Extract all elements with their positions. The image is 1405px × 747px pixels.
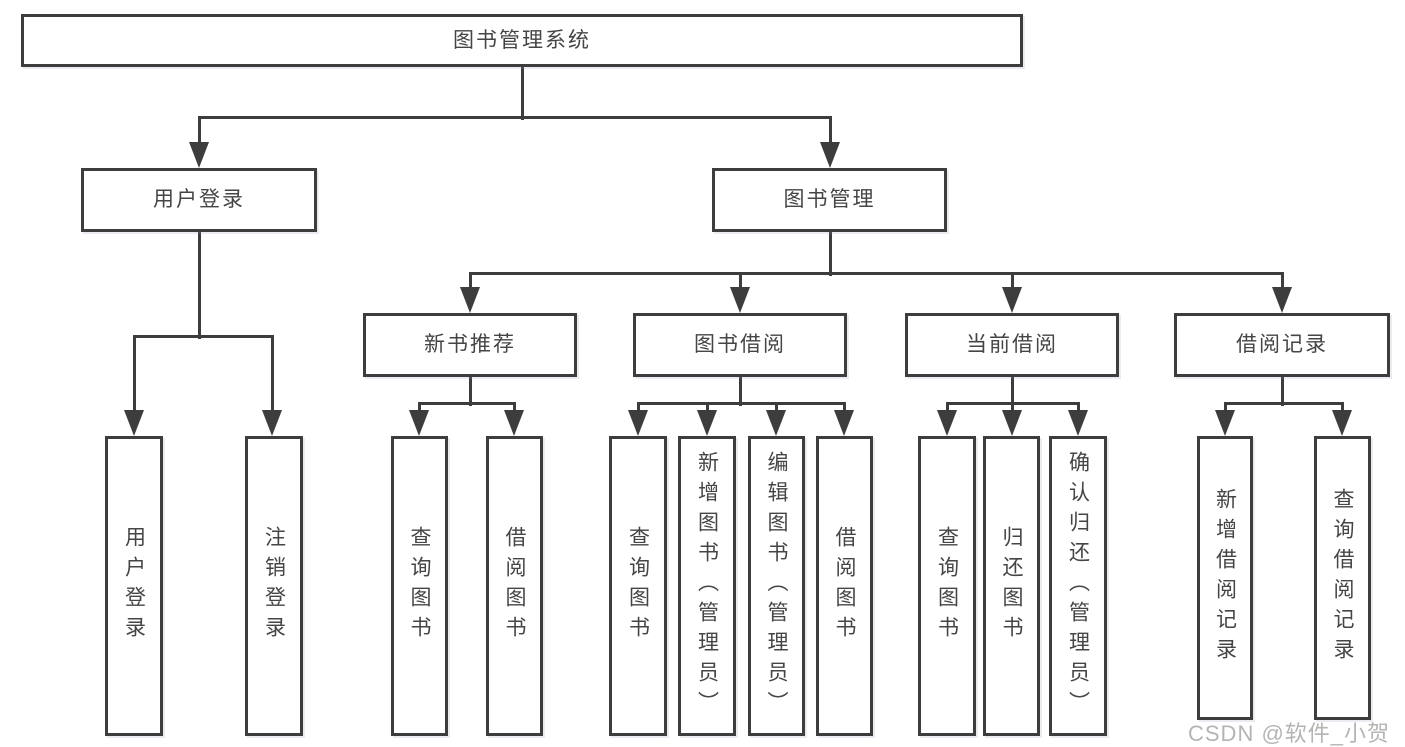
node-book-borrowing: 图书借阅 bbox=[633, 313, 847, 377]
connector-line bbox=[197, 230, 201, 339]
node-label: 借阅图书 bbox=[833, 526, 856, 646]
arrow-down-icon bbox=[730, 287, 750, 313]
connector-line bbox=[468, 271, 472, 295]
node-user-login: 用户登录 bbox=[105, 436, 163, 736]
node-return-books: 归还图书 bbox=[983, 436, 1040, 736]
node-label: 图书管理系统 bbox=[453, 28, 591, 52]
node-label: 新书推荐 bbox=[424, 333, 516, 357]
connector-line bbox=[197, 115, 201, 150]
node-library-management-system: 图书管理系统 bbox=[21, 14, 1023, 67]
connector-line bbox=[1223, 401, 1344, 405]
arrow-down-icon bbox=[262, 410, 282, 436]
arrow-down-icon bbox=[189, 142, 209, 168]
arrow-down-icon bbox=[409, 410, 429, 436]
connector-line bbox=[1076, 401, 1080, 418]
node-label: 图书管理 bbox=[783, 188, 876, 212]
node-label: 借阅记录 bbox=[1236, 333, 1328, 357]
connector-line bbox=[132, 334, 136, 418]
connector-line bbox=[520, 65, 524, 120]
connector-line bbox=[1280, 375, 1284, 406]
node-label: 查询图书 bbox=[935, 526, 959, 646]
arrow-down-icon bbox=[1002, 410, 1022, 436]
arrow-down-icon bbox=[1215, 410, 1235, 436]
node-label: 新增图书（管理员） bbox=[695, 451, 719, 721]
connector-line bbox=[512, 401, 516, 418]
node-label: 查询图书 bbox=[408, 526, 431, 646]
arrow-down-icon bbox=[834, 410, 854, 436]
node-label: 确认归还（管理员） bbox=[1066, 451, 1090, 721]
arrow-down-icon bbox=[628, 410, 648, 436]
arrow-down-icon bbox=[820, 142, 840, 168]
node-add-book-admin: 新增图书（管理员） bbox=[678, 436, 736, 736]
arrow-down-icon bbox=[1068, 410, 1088, 436]
node-query-books-2: 查询图书 bbox=[609, 436, 667, 736]
node-label: 归还图书 bbox=[1000, 526, 1023, 646]
arrow-down-icon bbox=[504, 410, 524, 436]
connector-line bbox=[1340, 401, 1344, 418]
connector-line bbox=[1010, 401, 1014, 418]
arrow-down-icon bbox=[460, 287, 480, 313]
node-add-borrow-record: 新增借阅记录 bbox=[1197, 436, 1253, 720]
arrow-down-icon bbox=[1272, 287, 1292, 313]
node-label: 用户登录 bbox=[122, 526, 146, 646]
node-label: 查询图书 bbox=[626, 526, 650, 646]
node-label: 用户登录 bbox=[153, 188, 245, 212]
node-label: 新增借阅记录 bbox=[1213, 488, 1237, 668]
node-book-management: 图书管理 bbox=[712, 168, 947, 232]
node-borrowing-records: 借阅记录 bbox=[1174, 313, 1390, 377]
connector-line bbox=[738, 375, 742, 406]
node-label: 注销登录 bbox=[262, 526, 286, 646]
connector-line bbox=[417, 401, 421, 418]
arrow-down-icon bbox=[766, 410, 786, 436]
arrow-down-icon bbox=[124, 410, 144, 436]
node-query-books-3: 查询图书 bbox=[918, 436, 976, 736]
connector-line bbox=[945, 401, 949, 418]
arrow-down-icon bbox=[1332, 410, 1352, 436]
node-borrow-books-2: 借阅图书 bbox=[816, 436, 873, 736]
node-borrow-books-1: 借阅图书 bbox=[486, 436, 543, 736]
connector-line bbox=[842, 401, 846, 418]
connector-line bbox=[1010, 375, 1014, 406]
connector-line bbox=[417, 401, 516, 405]
connector-line bbox=[132, 334, 274, 338]
connector-line bbox=[705, 401, 709, 418]
node-label: 当前借阅 bbox=[966, 333, 1058, 357]
connector-line bbox=[828, 230, 832, 276]
watermark: CSDN @软件_小贺同学 bbox=[1188, 721, 1391, 746]
arrow-down-icon bbox=[937, 410, 957, 436]
node-new-book-recommend: 新书推荐 bbox=[363, 313, 577, 377]
node-edit-book-admin: 编辑图书（管理员） bbox=[748, 436, 805, 736]
connector-line bbox=[197, 115, 832, 119]
node-user-login-group: 用户登录 bbox=[81, 168, 317, 232]
node-query-books-1: 查询图书 bbox=[391, 436, 448, 736]
connector-line bbox=[468, 375, 472, 406]
node-confirm-return-admin: 确认归还（管理员） bbox=[1049, 436, 1107, 736]
connector-line bbox=[774, 401, 778, 418]
connector-line bbox=[270, 334, 274, 418]
connector-line bbox=[468, 271, 1284, 275]
connector-line bbox=[1010, 271, 1014, 295]
node-label: 查询借阅记录 bbox=[1331, 488, 1354, 668]
node-logout: 注销登录 bbox=[245, 436, 303, 736]
connector-line bbox=[1280, 271, 1284, 295]
arrow-down-icon bbox=[1002, 287, 1022, 313]
node-label: 借阅图书 bbox=[503, 526, 526, 646]
connector-line bbox=[738, 271, 742, 295]
arrow-down-icon bbox=[697, 410, 717, 436]
node-current-borrowing: 当前借阅 bbox=[905, 313, 1119, 377]
connector-line bbox=[636, 401, 640, 418]
node-label: 图书借阅 bbox=[694, 333, 786, 357]
connector-line bbox=[1223, 401, 1227, 418]
node-label: 编辑图书（管理员） bbox=[765, 451, 788, 721]
node-query-borrow-record: 查询借阅记录 bbox=[1314, 436, 1371, 720]
connector-line bbox=[828, 115, 832, 150]
